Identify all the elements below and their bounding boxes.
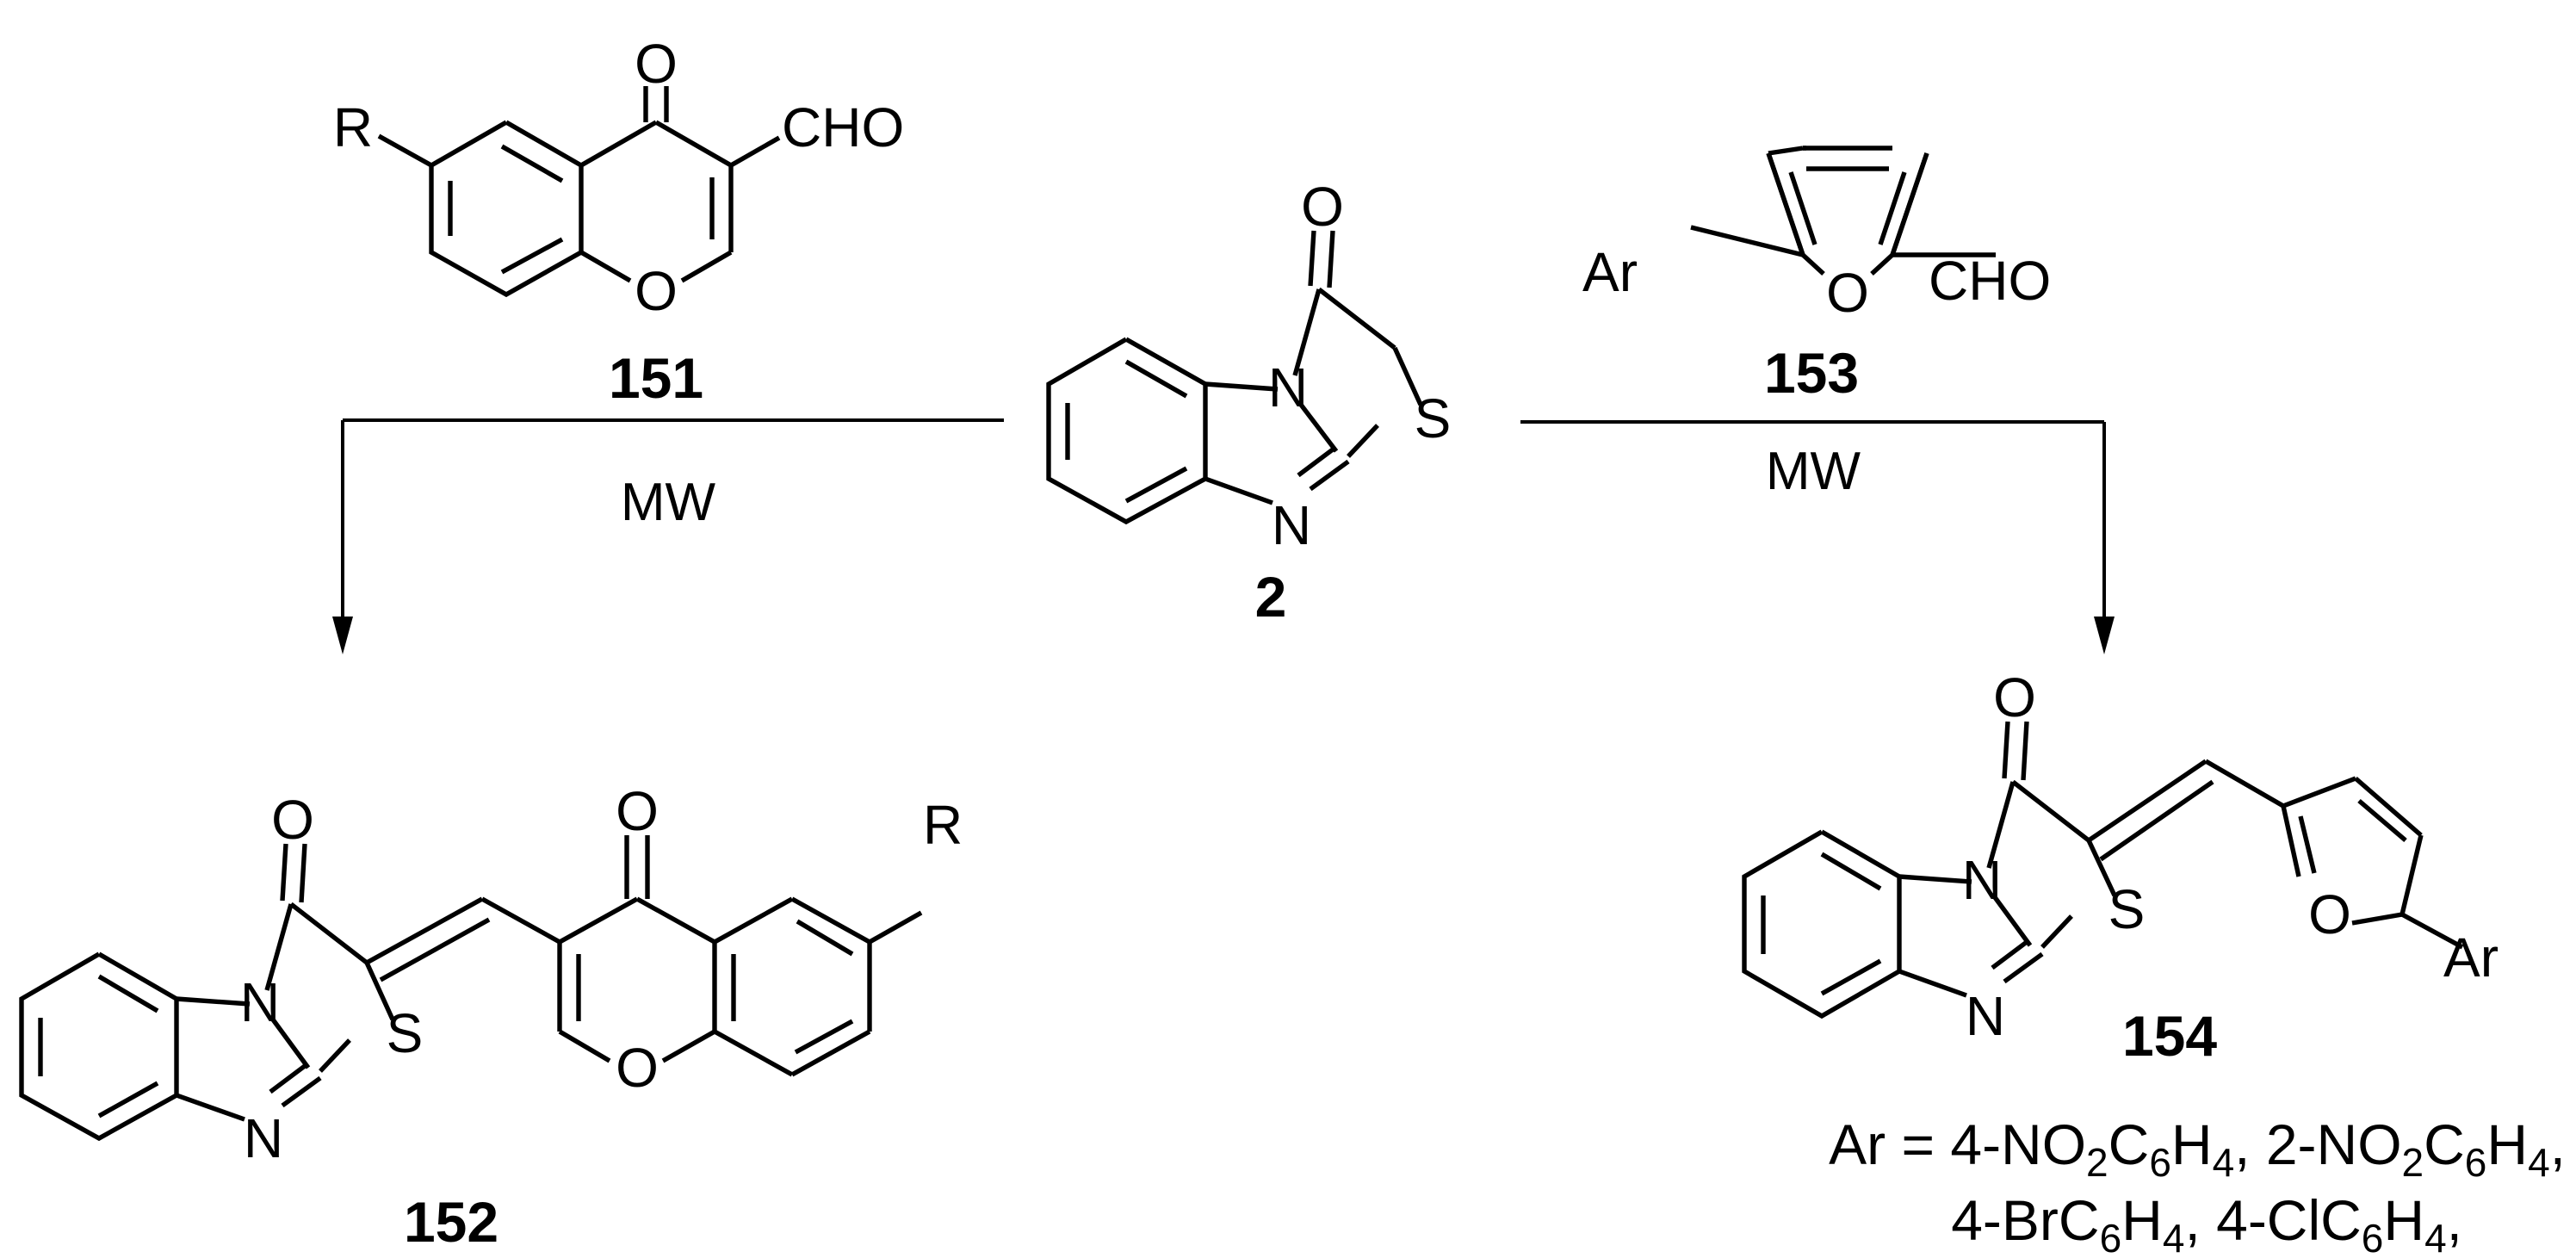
product-154-sulfur-atom: S [2108, 878, 2146, 940]
compound-151-label: 151 [609, 346, 703, 410]
condition-left: MW [621, 473, 716, 532]
note-line2-segment: 6 [2100, 1216, 2122, 1258]
product-154-aryl-substituent: Ar [2443, 926, 2499, 988]
note-line1-segment: H [2171, 1112, 2213, 1176]
note-line1-segment: 4 [2213, 1140, 2235, 1185]
product-152-r-substituent: R [923, 794, 963, 856]
note-line1-segment: , [2550, 1112, 2566, 1176]
note-line1-segment: 2 [2402, 1140, 2424, 1185]
product-154-ring-oxygen: O [2308, 883, 2351, 945]
note-line2-segment: 6 [2362, 1216, 2384, 1258]
compound-153-label: 153 [1764, 341, 1859, 405]
note-line1-segment: Ar = 4-NO [1829, 1112, 2086, 1176]
compound-152: O O N N S O R 152 [19, 780, 963, 1254]
note-line2-segment: 4-BrC [1951, 1188, 2099, 1252]
note-line2-segment: , 4-ClC [2184, 1188, 2361, 1252]
note-line1-segment: 6 [2465, 1140, 2487, 1185]
note-line1-segment: 4 [2528, 1140, 2550, 1185]
furan-aldehyde: CHO [1929, 250, 2051, 312]
compound-151-bonds [377, 86, 781, 298]
condition-right: MW [1766, 442, 1861, 501]
thiazolone-sulfur-atom: S [1415, 387, 1452, 449]
compound-153: O Ar CHO 153 [1582, 146, 2051, 405]
product-154-n2-atom: N [1966, 985, 2005, 1047]
chromone-oxo-atom: O [635, 33, 678, 95]
note-line2-segment: 4 [2424, 1216, 2447, 1258]
compound-2-label: 2 [1255, 565, 1287, 629]
note-line1-segment: C [2424, 1112, 2465, 1176]
note-line2-segment: H [2383, 1188, 2424, 1252]
compound-151: O O CHO R 151 [333, 33, 904, 410]
note-line2-segment: , [2447, 1188, 2462, 1252]
compound-2: O N N S 2 [1046, 176, 1452, 629]
note-line1-segment: H [2486, 1112, 2528, 1176]
furan-aryl-substituent: Ar [1582, 241, 1638, 303]
substituent-note-line2: 4-BrC6H4, 4-ClC6H4, [1951, 1188, 2462, 1258]
product-154-oxo-atom: O [1993, 666, 2036, 728]
thiazolone-oxo-atom: O [1301, 176, 1344, 238]
note-line1-segment: C [2108, 1112, 2150, 1176]
note-line1-segment: 6 [2149, 1140, 2171, 1185]
compound-154-bonds [1742, 721, 2464, 1019]
note-line1-segment: , 2-NO [2234, 1112, 2401, 1176]
furan-ring-oxygen: O [1826, 262, 1869, 324]
note-line2-segment: H [2121, 1188, 2163, 1252]
product-152-sulfur-atom: S [387, 1002, 424, 1064]
product-152-oxo1-atom: O [271, 789, 314, 851]
thiazolone-n2-atom: N [1272, 494, 1311, 556]
compound-2-bonds [1046, 230, 1423, 525]
product-152-oxo2-atom: O [616, 780, 659, 842]
substituent-note-line1: Ar = 4-NO2C6H4, 2-NO2C6H4, [1829, 1112, 2566, 1185]
chromone-r-substituent: R [333, 96, 373, 158]
compound-154-label: 154 [2122, 1004, 2217, 1068]
product-152-n2-atom: N [244, 1107, 283, 1169]
product-154-n1-atom: N [1962, 849, 2002, 911]
chromone-ring-oxygen: O [635, 260, 678, 322]
thiazolone-n1-atom: N [1268, 356, 1308, 418]
product-152-ring-oxygen: O [616, 1037, 659, 1099]
arrow-right [1520, 420, 2115, 654]
compound-153-bonds [1690, 146, 1996, 276]
arrow-left [332, 418, 1004, 654]
compound-152-label: 152 [404, 1190, 498, 1254]
compound-152-bonds [19, 835, 923, 1142]
note-line2-segment: 4 [2163, 1216, 2185, 1258]
compound-154: O N N S O Ar 154 [1742, 666, 2499, 1068]
chromone-aldehyde: CHO [782, 96, 904, 158]
note-line1-segment: 2 [2086, 1140, 2108, 1185]
product-152-n1-atom: N [240, 971, 280, 1033]
